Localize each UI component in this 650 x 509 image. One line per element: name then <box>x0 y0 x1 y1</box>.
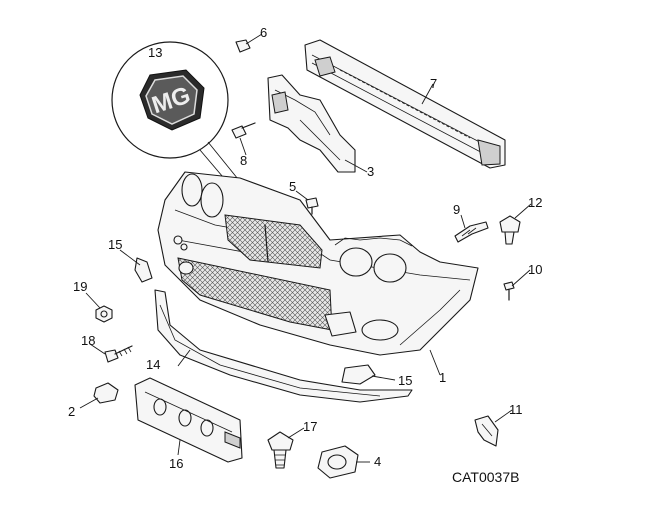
callout-10: 10 <box>528 262 542 277</box>
callout-7: 7 <box>430 76 437 91</box>
callout-16: 16 <box>169 456 183 471</box>
callout-19: 19 <box>73 279 87 294</box>
screw-part-8 <box>231 122 256 139</box>
nut-part-19 <box>95 305 113 323</box>
leader-lines <box>79 33 532 463</box>
bracket-part-15-upper <box>134 257 153 283</box>
callout-5: 5 <box>289 179 296 194</box>
spring-part-9 <box>454 221 489 243</box>
bezel-part-4 <box>317 445 359 479</box>
screw-part-10 <box>503 281 515 301</box>
callout-12: 12 <box>528 195 542 210</box>
callout-6: 6 <box>260 25 267 40</box>
callout-13: 13 <box>148 45 162 60</box>
callout-1: 1 <box>439 370 446 385</box>
bracket-part-11 <box>474 415 499 447</box>
callout-11: 11 <box>509 402 523 417</box>
lower-spoiler-part-14 <box>154 289 413 403</box>
callout-17: 17 <box>303 419 317 434</box>
drawing-code: CAT0037B <box>452 469 519 485</box>
callout-9: 9 <box>453 202 460 217</box>
callout-2: 2 <box>68 404 75 419</box>
push-clip-part-17 <box>267 431 294 469</box>
plate-part-15-lower <box>341 364 376 385</box>
mounting-bracket-part-3 <box>267 74 356 173</box>
clip-part-5 <box>305 197 319 215</box>
plate-holder-part-16 <box>134 377 243 463</box>
callout-8: 8 <box>240 153 247 168</box>
badge-detail-circle: MG <box>111 41 277 231</box>
clip-part-12 <box>499 215 521 245</box>
cap-part-2 <box>93 382 119 404</box>
callout-18: 18 <box>81 333 95 348</box>
callout-15-lower: 15 <box>398 373 412 388</box>
clip-part-6 <box>235 39 251 53</box>
bolt-part-18 <box>104 345 133 363</box>
callout-labels: 6 13 7 8 3 5 9 12 15 10 19 18 14 1 15 2 … <box>68 25 542 471</box>
callout-4: 4 <box>374 454 381 469</box>
front-bumper-part-1 <box>157 171 479 356</box>
bumper-beam-part-7 <box>304 39 506 169</box>
callout-15-upper: 15 <box>108 237 122 252</box>
callout-3: 3 <box>367 164 374 179</box>
callout-14: 14 <box>146 357 160 372</box>
